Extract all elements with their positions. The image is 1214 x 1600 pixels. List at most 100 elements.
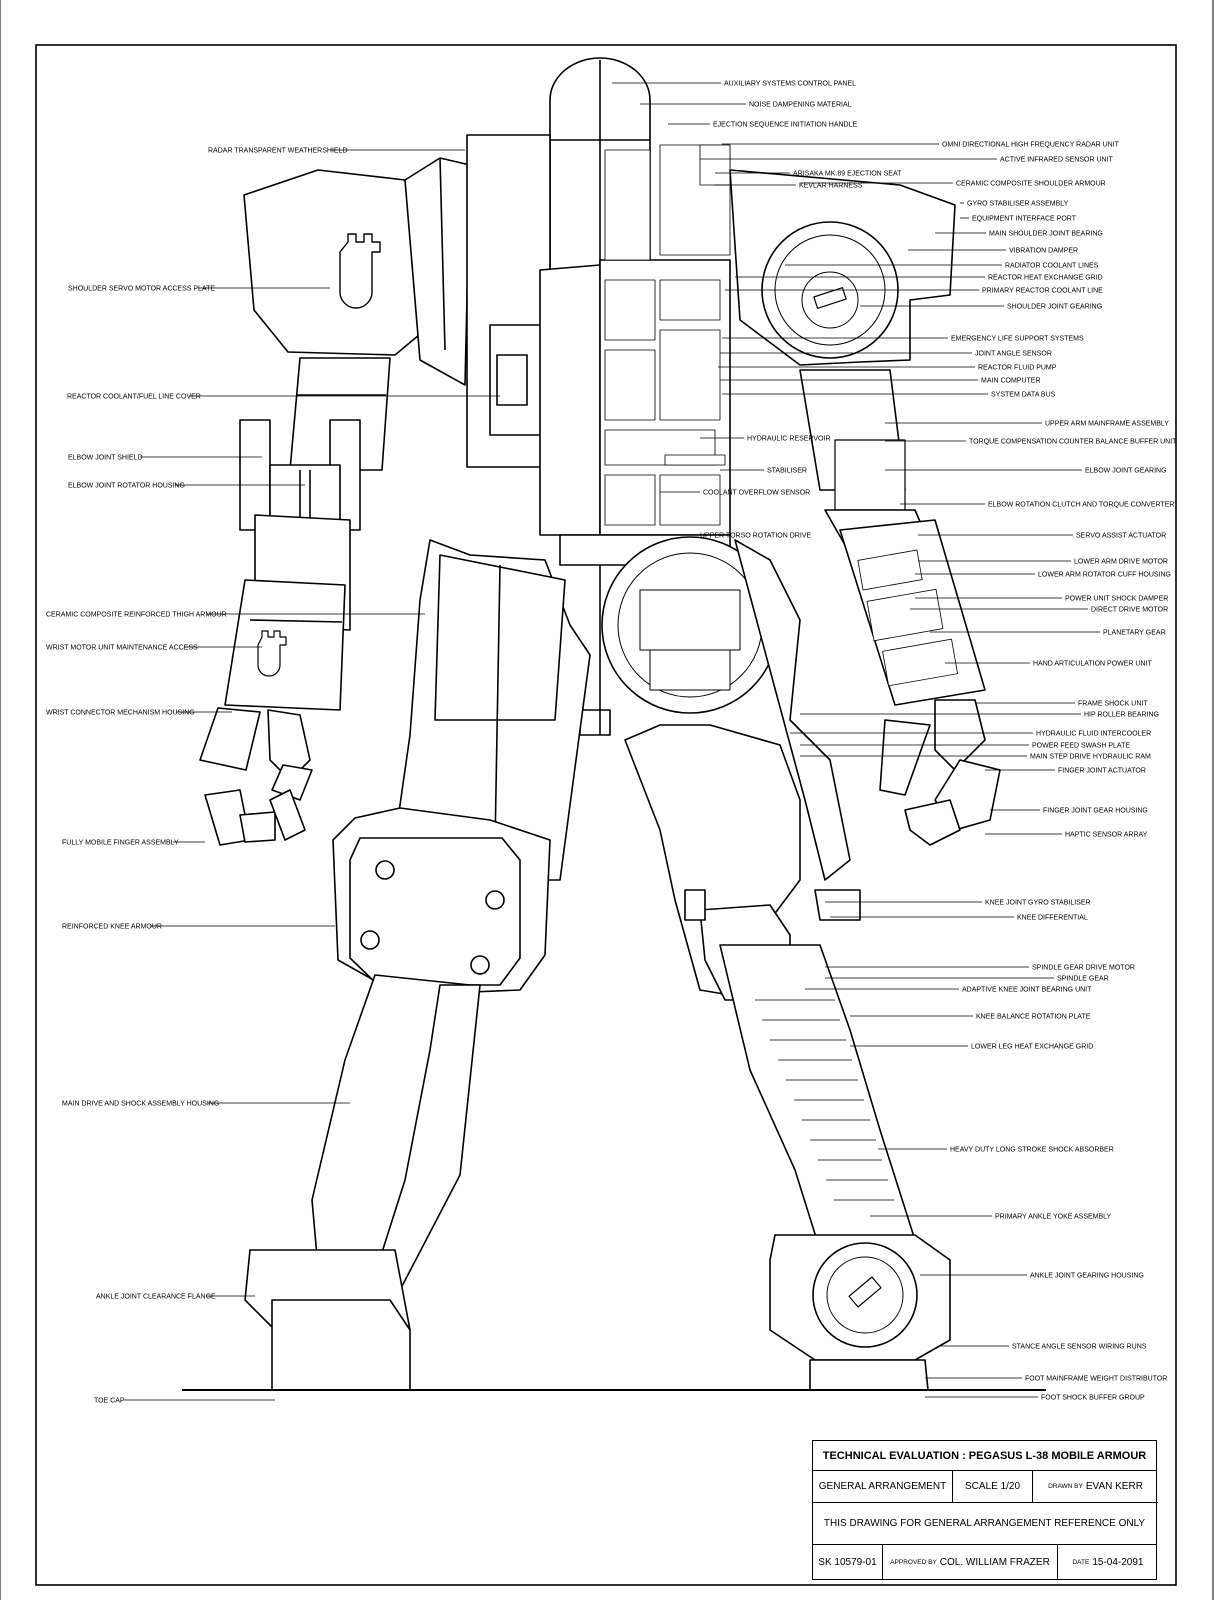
callout-frame-shock-unit: FRAME SHOCK UNIT xyxy=(1078,701,1148,708)
callout-upper-arm-mainframe-assembly: UPPER ARM MAINFRAME ASSEMBLY xyxy=(1045,421,1169,428)
callout-lower-arm-drive-motor: LOWER ARM DRIVE MOTOR xyxy=(1074,559,1168,566)
callout-hand-articulation-power-unit: HAND ARTICULATION POWER UNIT xyxy=(1033,661,1152,668)
drawn-by-label: DRAWN BY xyxy=(1048,1483,1083,1490)
callout-system-data-bus: SYSTEM DATA BUS xyxy=(991,392,1056,399)
callout-direct-drive-motor: DIRECT DRIVE MOTOR xyxy=(1091,607,1168,614)
callout-heavy-duty-long-stroke-shock-absorber: HEAVY DUTY LONG STROKE SHOCK ABSORBER xyxy=(950,1147,1114,1154)
callout-planetary-gear: PLANETARY GEAR xyxy=(1103,630,1166,637)
callout-knee-differential: KNEE DIFFERENTIAL xyxy=(1017,915,1088,922)
title-block-title: TECHNICAL EVALUATION : PEGASUS L-38 MOBI… xyxy=(813,1441,1156,1471)
reference-note: THIS DRAWING FOR GENERAL ARRANGEMENT REF… xyxy=(823,1518,1146,1529)
callout-elbow-joint-shield: ELBOW JOINT SHIELD xyxy=(68,455,143,462)
callout-ceramic-composite-reinforced-thigh-armour: CERAMIC COMPOSITE REINFORCED THIGH ARMOU… xyxy=(46,612,227,619)
callout-stabiliser: STABILISER xyxy=(767,468,807,475)
callout-vibration-damper: VIBRATION DAMPER xyxy=(1009,248,1078,255)
callout-elbow-joint-rotator-housing: ELBOW JOINT ROTATOR HOUSING xyxy=(68,483,185,490)
date-label: DATE xyxy=(1072,1558,1090,1566)
callout-power-feed-swash-plate: POWER FEED SWASH PLATE xyxy=(1032,743,1130,750)
callout-gyro-stabiliser-assembly: GYRO STABILISER ASSEMBLY xyxy=(967,201,1069,208)
callout-ceramic-composite-shoulder-armour: CERAMIC COMPOSITE SHOULDER ARMOUR xyxy=(956,181,1106,188)
note-cell: THIS DRAWING FOR GENERAL ARRANGEMENT REF… xyxy=(813,1503,1156,1545)
sheet-number-cell: SK 10579-01 xyxy=(813,1545,883,1579)
callout-hip-roller-bearing: HIP ROLLER BEARING xyxy=(1084,712,1159,719)
callout-shoulder-servo-motor-access-plate: SHOULDER SERVO MOTOR ACCESS PLATE xyxy=(68,286,215,293)
left-shoulder xyxy=(243,157,471,386)
callout-wrist-motor-unit-maintenance-access: WRIST MOTOR UNIT MAINTENANCE ACCESS xyxy=(46,645,198,652)
date-value: 15-04-2091 xyxy=(1092,1556,1144,1568)
callout-lower-leg-heat-exchange-grid: LOWER LEG HEAT EXCHANGE GRID xyxy=(971,1044,1093,1051)
callout-hydraulic-fluid-intercooler: HYDRAULIC FLUID INTERCOOLER xyxy=(1036,731,1151,738)
drawn-by-name: EVAN KERR xyxy=(1085,1481,1143,1492)
right-leg xyxy=(624,539,951,1391)
right-shoulder xyxy=(729,169,956,366)
callout-spindle-gear: SPINDLE GEAR xyxy=(1057,976,1109,983)
arrangement-text: GENERAL ARRANGEMENT xyxy=(818,1481,947,1492)
callout-kevlar-harness: KEVLAR HARNESS xyxy=(799,183,863,190)
drawn-by-cell: DRAWN BY EVAN KERR xyxy=(1033,1471,1158,1503)
callout-coolant-overflow-sensor: COOLANT OVERFLOW SENSOR xyxy=(703,490,810,497)
date-cell: DATE 15-04-2091 xyxy=(1058,1545,1158,1579)
callout-elbow-joint-gearing: ELBOW JOINT GEARING xyxy=(1085,468,1167,475)
callout-toe-cap: TOE CAP xyxy=(94,1398,125,1405)
callout-upper-torso-rotation-drive: UPPER TORSO ROTATION DRIVE xyxy=(700,533,811,540)
callout-equipment-interface-port: EQUIPMENT INTERFACE PORT xyxy=(972,216,1077,223)
callout-lower-arm-rotator-cuff-housing: LOWER ARM ROTATOR CUFF HOUSING xyxy=(1038,572,1171,579)
callout-ankle-joint-gearing-housing: ANKLE JOINT GEARING HOUSING xyxy=(1030,1273,1144,1280)
callout-main-step-drive-hydraulic-ram: MAIN STEP DRIVE HYDRAULIC RAM xyxy=(1030,754,1151,761)
callout-adaptive-knee-joint-bearing-unit: ADAPTIVE KNEE JOINT BEARING UNIT xyxy=(962,987,1092,994)
callout-foot-mainframe-weight-distributor: FOOT MAINFRAME WEIGHT DISTRIBUTOR xyxy=(1025,1376,1167,1383)
drawing-border xyxy=(35,44,1177,1586)
scale-text: SCALE 1/20 xyxy=(964,1481,1021,1492)
title-block: TECHNICAL EVALUATION : PEGASUS L-38 MOBI… xyxy=(812,1440,1158,1580)
callout-omni-directional-high-frequency-radar-unit: OMNI DIRECTIONAL HIGH FREQUENCY RADAR UN… xyxy=(942,142,1120,149)
callout-emergency-life-support-systems: EMERGENCY LIFE SUPPORT SYSTEMS xyxy=(951,336,1084,343)
callout-main-drive-and-shock-assembly-housing: MAIN DRIVE AND SHOCK ASSEMBLY HOUSING xyxy=(62,1101,219,1108)
callout-servo-assist-actuator: SERVO ASSIST ACTUATOR xyxy=(1076,533,1166,540)
callout-shoulder-joint-gearing: SHOULDER JOINT GEARING xyxy=(1007,304,1102,311)
callout-noise-dampening-material: NOISE DAMPENING MATERIAL xyxy=(749,102,852,109)
callout-primary-reactor-coolant-line: PRIMARY REACTOR COOLANT LINE xyxy=(982,288,1103,295)
scale-cell: SCALE 1/20 xyxy=(953,1471,1033,1503)
callout-radiator-coolant-lines: RADIATOR COOLANT LINES xyxy=(1005,263,1099,270)
approved-by-cell: APPROVED BY COL. WILLIAM FRAZER xyxy=(883,1545,1058,1579)
callout-joint-angle-sensor: JOINT ANGLE SENSOR xyxy=(975,351,1052,358)
callout-power-unit-shock-damper: POWER UNIT SHOCK DAMPER xyxy=(1065,596,1168,603)
callout-main-computer: MAIN COMPUTER xyxy=(981,378,1041,385)
torso xyxy=(466,57,731,536)
callout-active-infrared-sensor-unit: ACTIVE INFRARED SENSOR UNIT xyxy=(1000,157,1114,164)
drawing-title: TECHNICAL EVALUATION : PEGASUS L-38 MOBI… xyxy=(822,1449,1147,1462)
callout-hydraulic-reservoir: HYDRAULIC RESERVOIR xyxy=(747,436,831,443)
callout-reactor-coolant-fuel-line-cover: REACTOR COOLANT/FUEL LINE COVER xyxy=(67,394,201,401)
callout-torque-compensation-counter-balance-buffer-unit: TORQUE COMPENSATION COUNTER BALANCE BUFF… xyxy=(969,439,1177,446)
callout-radar-transparent-weathershield: RADAR TRANSPARENT WEATHERSHIELD xyxy=(208,148,348,155)
left-arm xyxy=(199,357,391,846)
sheet-number: SK 10579-01 xyxy=(818,1556,877,1568)
callout-elbow-rotation-clutch-and-torque-converter: ELBOW ROTATION CLUTCH AND TORQUE CONVERT… xyxy=(988,502,1174,509)
callout-reactor-heat-exchange-grid: REACTOR HEAT EXCHANGE GRID xyxy=(988,275,1103,282)
right-arm xyxy=(799,369,1001,846)
callout-reinforced-knee-armour: REINFORCED KNEE ARMOUR xyxy=(62,924,162,931)
callout-reactor-fluid-pump: REACTOR FLUID PUMP xyxy=(978,365,1057,372)
mobile-armour-drawing xyxy=(182,57,1046,1391)
left-leg xyxy=(244,539,591,1391)
callout-spindle-gear-drive-motor: SPINDLE GEAR DRIVE MOTOR xyxy=(1032,965,1135,972)
arrangement-cell: GENERAL ARRANGEMENT xyxy=(813,1471,953,1503)
callout-ejection-sequence-initiation-handle: EJECTION SEQUENCE INITIATION HANDLE xyxy=(713,122,857,129)
callout-haptic-sensor-array: HAPTIC SENSOR ARRAY xyxy=(1065,832,1148,839)
callout-ankle-joint-clearance-flange: ANKLE JOINT CLEARANCE FLANGE xyxy=(96,1294,216,1301)
approved-by-name: COL. WILLIAM FRAZER xyxy=(939,1556,1050,1568)
callout-main-shoulder-joint-bearing: MAIN SHOULDER JOINT BEARING xyxy=(989,231,1103,238)
leader-lines xyxy=(123,82,1100,1401)
callout-knee-balance-rotation-plate: KNEE BALANCE ROTATION PLATE xyxy=(976,1014,1091,1021)
callout-arisaka-mk-89-ejection-seat: ARISAKA MK.89 EJECTION SEAT xyxy=(793,171,902,178)
callout-knee-joint-gyro-stabiliser: KNEE JOINT GYRO STABILISER xyxy=(985,900,1091,907)
callout-stance-angle-sensor-wiring-runs: STANCE ANGLE SENSOR WIRING RUNS xyxy=(1012,1344,1147,1351)
approved-by-label: APPROVED BY xyxy=(890,1558,937,1566)
callout-wrist-connector-mechanism-housing: WRIST CONNECTOR MECHANISM HOUSING xyxy=(46,710,195,717)
callout-foot-shock-buffer-group: FOOT SHOCK BUFFER GROUP xyxy=(1041,1395,1145,1402)
callout-fully-mobile-finger-assembly: FULLY MOBILE FINGER ASSEMBLY xyxy=(62,840,179,847)
callout-labels: RADAR TRANSPARENT WEATHERSHIELD SHOULDER … xyxy=(46,81,1177,1405)
callout-finger-joint-actuator: FINGER JOINT ACTUATOR xyxy=(1058,768,1146,775)
callout-finger-joint-gear-housing: FINGER JOINT GEAR HOUSING xyxy=(1043,808,1148,815)
